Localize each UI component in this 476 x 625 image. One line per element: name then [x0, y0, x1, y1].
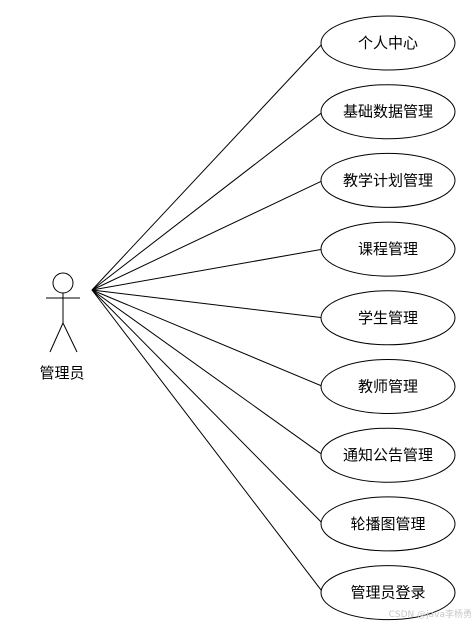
- use-case-ellipse: [320, 496, 456, 552]
- use-case-ellipse: [320, 15, 456, 71]
- use-case-ellipse: [320, 565, 456, 621]
- use-case-label: 通知公告管理: [343, 446, 433, 464]
- use-case-label: 课程管理: [358, 240, 418, 258]
- use-case: 管理员登录: [320, 565, 456, 621]
- association-line: [91, 42, 324, 291]
- watermark: CSDN @java李杨勇: [389, 608, 472, 620]
- use-case-label: 教师管理: [358, 378, 418, 396]
- use-case: 个人中心: [320, 15, 456, 71]
- use-case-label: 教学计划管理: [343, 171, 433, 189]
- association-line: [91, 248, 324, 291]
- association-lines: [91, 42, 324, 593]
- use-case: 课程管理: [320, 221, 456, 277]
- actor-figure: 管理员: [39, 272, 85, 382]
- actor-label: 管理员: [39, 364, 84, 382]
- use-case-ellipse: [320, 427, 456, 483]
- use-case-label: 基础数据管理: [343, 103, 433, 121]
- actor-left-leg: [49, 322, 64, 353]
- association-line: [91, 179, 324, 291]
- use-case-ellipse: [320, 221, 456, 277]
- use-case-label: 轮播图管理: [350, 515, 425, 533]
- use-case-ellipse: [320, 152, 456, 208]
- use-case-label: 学生管理: [358, 309, 418, 327]
- association-line: [91, 289, 324, 456]
- use-case: 基础数据管理: [320, 84, 456, 140]
- use-cases: 个人中心基础数据管理教学计划管理课程管理学生管理教师管理通知公告管理轮播图管理管…: [320, 15, 456, 621]
- association-line: [91, 289, 324, 319]
- use-case-label: 个人中心: [358, 34, 418, 52]
- use-case: 学生管理: [320, 290, 456, 346]
- association-line: [91, 289, 324, 525]
- actor-head: [52, 272, 74, 294]
- use-case-label: 管理员登录: [350, 584, 425, 602]
- use-case: 轮播图管理: [320, 496, 456, 552]
- use-case-ellipse: [320, 290, 456, 346]
- use-case-ellipse: [320, 359, 456, 414]
- use-case: 通知公告管理: [320, 427, 456, 483]
- use-case: 教学计划管理: [320, 152, 456, 208]
- association-line: [91, 289, 324, 593]
- use-case: 教师管理: [320, 359, 456, 414]
- use-case-ellipse: [320, 84, 456, 140]
- actor-right-leg: [62, 322, 78, 353]
- association-line: [91, 111, 324, 291]
- association-line: [91, 289, 324, 387]
